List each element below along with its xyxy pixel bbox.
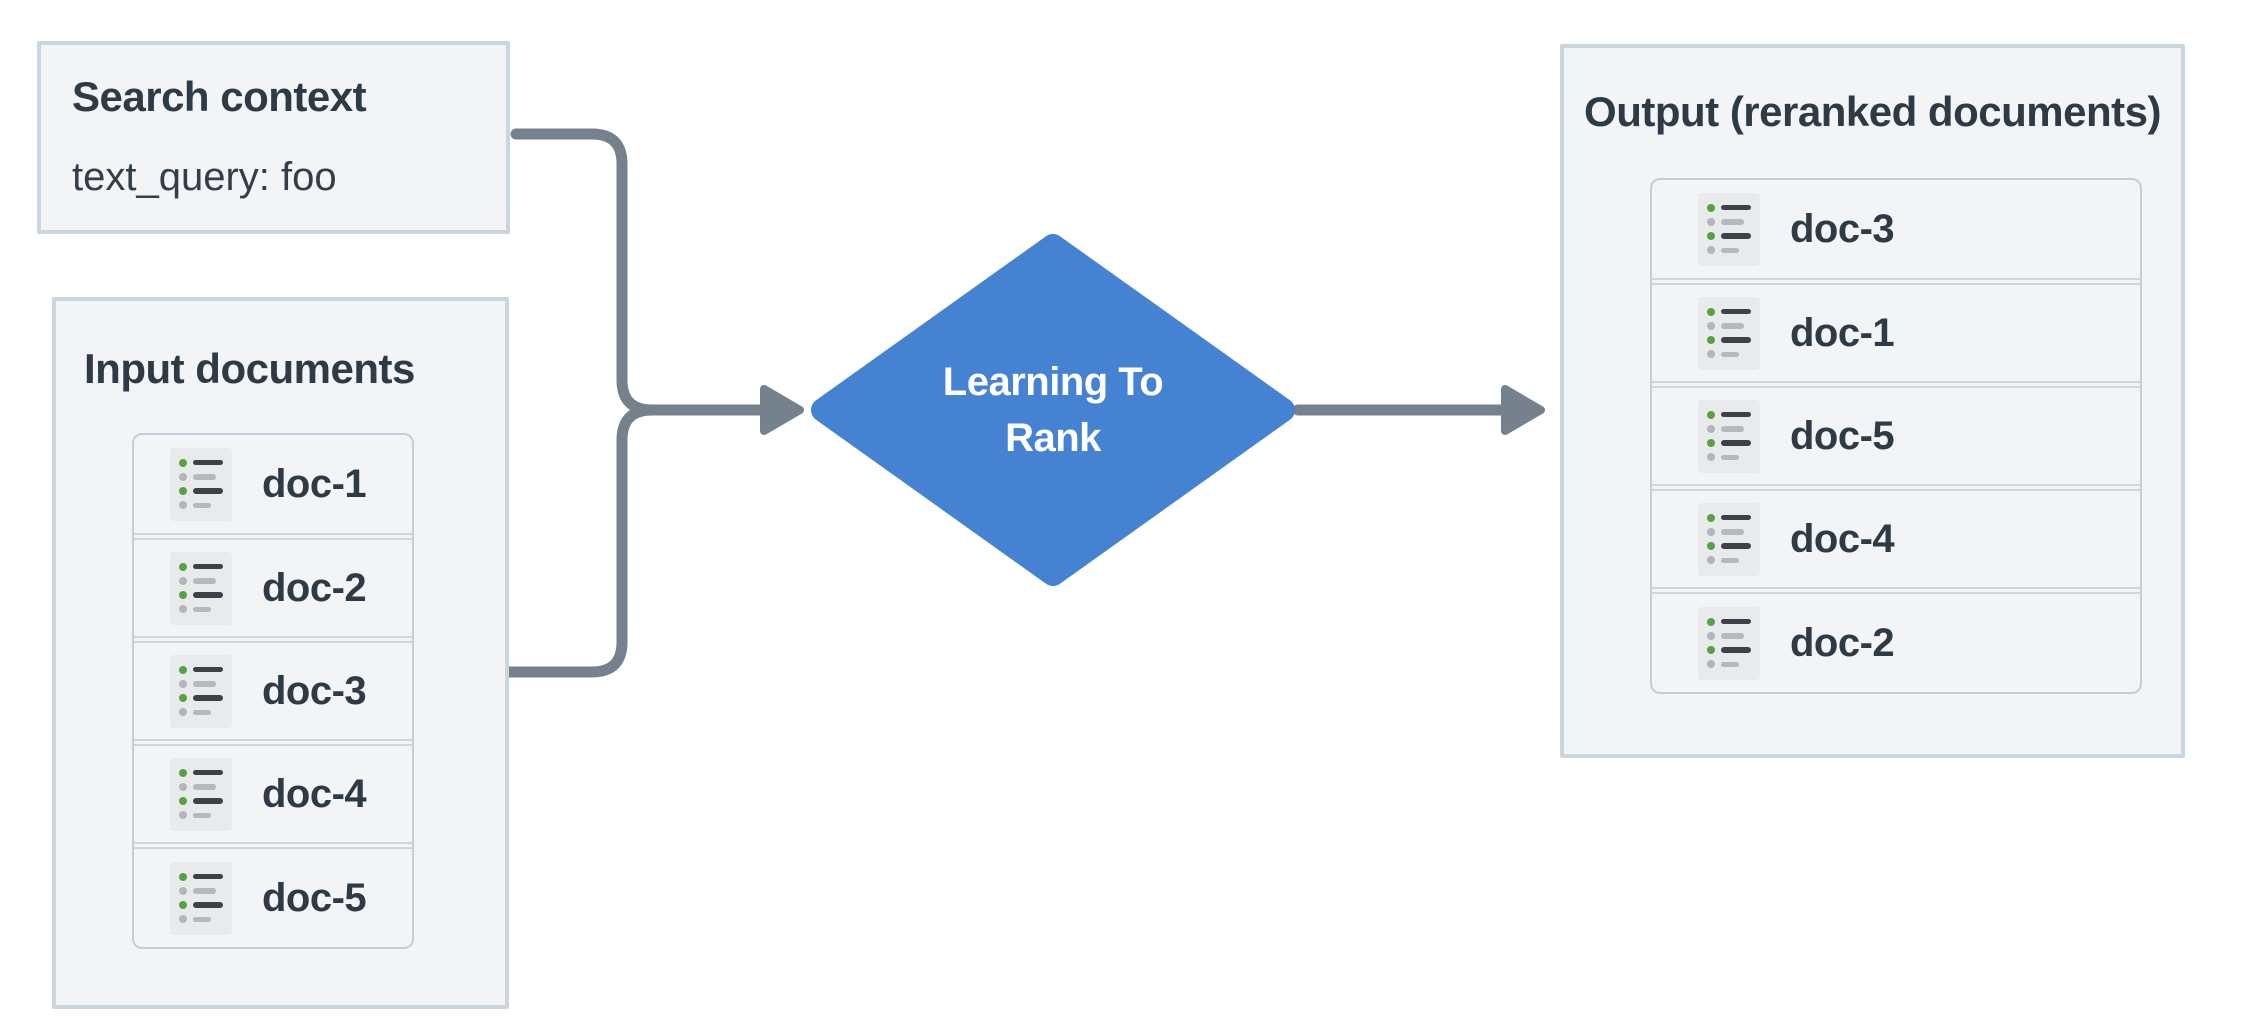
output-title: Output (reranked documents): [1584, 88, 2161, 135]
input-documents-title: Input documents: [84, 345, 415, 392]
output-doc-row-3: doc-5: [1652, 386, 2140, 486]
document-list-icon: [170, 861, 232, 935]
doc-label: doc-2: [262, 565, 367, 610]
document-list-icon: [1698, 606, 1760, 680]
input-doc-row-5: doc-5: [134, 847, 412, 947]
doc-label: doc-3: [1790, 206, 1895, 251]
document-list-icon: [170, 551, 232, 625]
output-doc-row-2: doc-1: [1652, 283, 2140, 383]
search-context-title: Search context: [72, 73, 367, 120]
doc-label: doc-3: [262, 668, 367, 713]
diamond-label-line1: Learning To: [942, 360, 1164, 404]
document-list-icon: [1698, 296, 1760, 370]
document-list-icon: [1698, 502, 1760, 576]
input-doc-row-3: doc-3: [134, 641, 412, 741]
diamond-label-line2: Rank: [1005, 416, 1101, 460]
document-list-icon: [170, 447, 232, 521]
diamond-label: Learning To Rank: [853, 350, 1253, 470]
output-doc-row-4: doc-4: [1652, 489, 2140, 589]
doc-label: doc-1: [262, 461, 367, 506]
search-context-query-text: text_query: foo: [72, 155, 337, 199]
doc-label: doc-2: [1790, 620, 1895, 665]
output-doc-row-1: doc-3: [1652, 180, 2140, 280]
output-doc-list: doc-3 doc-1 doc-5 doc-4 doc-2: [1650, 178, 2142, 694]
doc-label: doc-1: [1790, 310, 1895, 355]
doc-label: doc-5: [1790, 413, 1895, 458]
input-doc-row-2: doc-2: [134, 538, 412, 638]
document-list-icon: [1698, 399, 1760, 473]
input-doc-row-1: doc-1: [134, 435, 412, 535]
connector-docs-to-diamond: [499, 404, 768, 678]
doc-label: doc-4: [262, 771, 367, 816]
input-documents-panel: Input documents doc-1 doc-2 doc-3 doc-4 …: [52, 297, 509, 1009]
doc-label: doc-4: [1790, 516, 1895, 561]
doc-label: doc-5: [262, 875, 367, 920]
document-list-icon: [170, 757, 232, 831]
search-context-panel: Search context text_query: foo: [37, 41, 510, 234]
output-reranked-panel: Output (reranked documents) doc-3 doc-1 …: [1560, 44, 2185, 758]
arrowhead-into-output: [1501, 385, 1545, 435]
output-doc-row-5: doc-2: [1652, 592, 2140, 692]
input-doc-list: doc-1 doc-2 doc-3 doc-4 doc-5: [132, 433, 414, 949]
document-list-icon: [170, 654, 232, 728]
input-doc-row-4: doc-4: [134, 744, 412, 844]
document-list-icon: [1698, 192, 1760, 266]
connector-search-to-diamond: [510, 128, 768, 416]
arrowhead-into-diamond: [760, 385, 804, 435]
